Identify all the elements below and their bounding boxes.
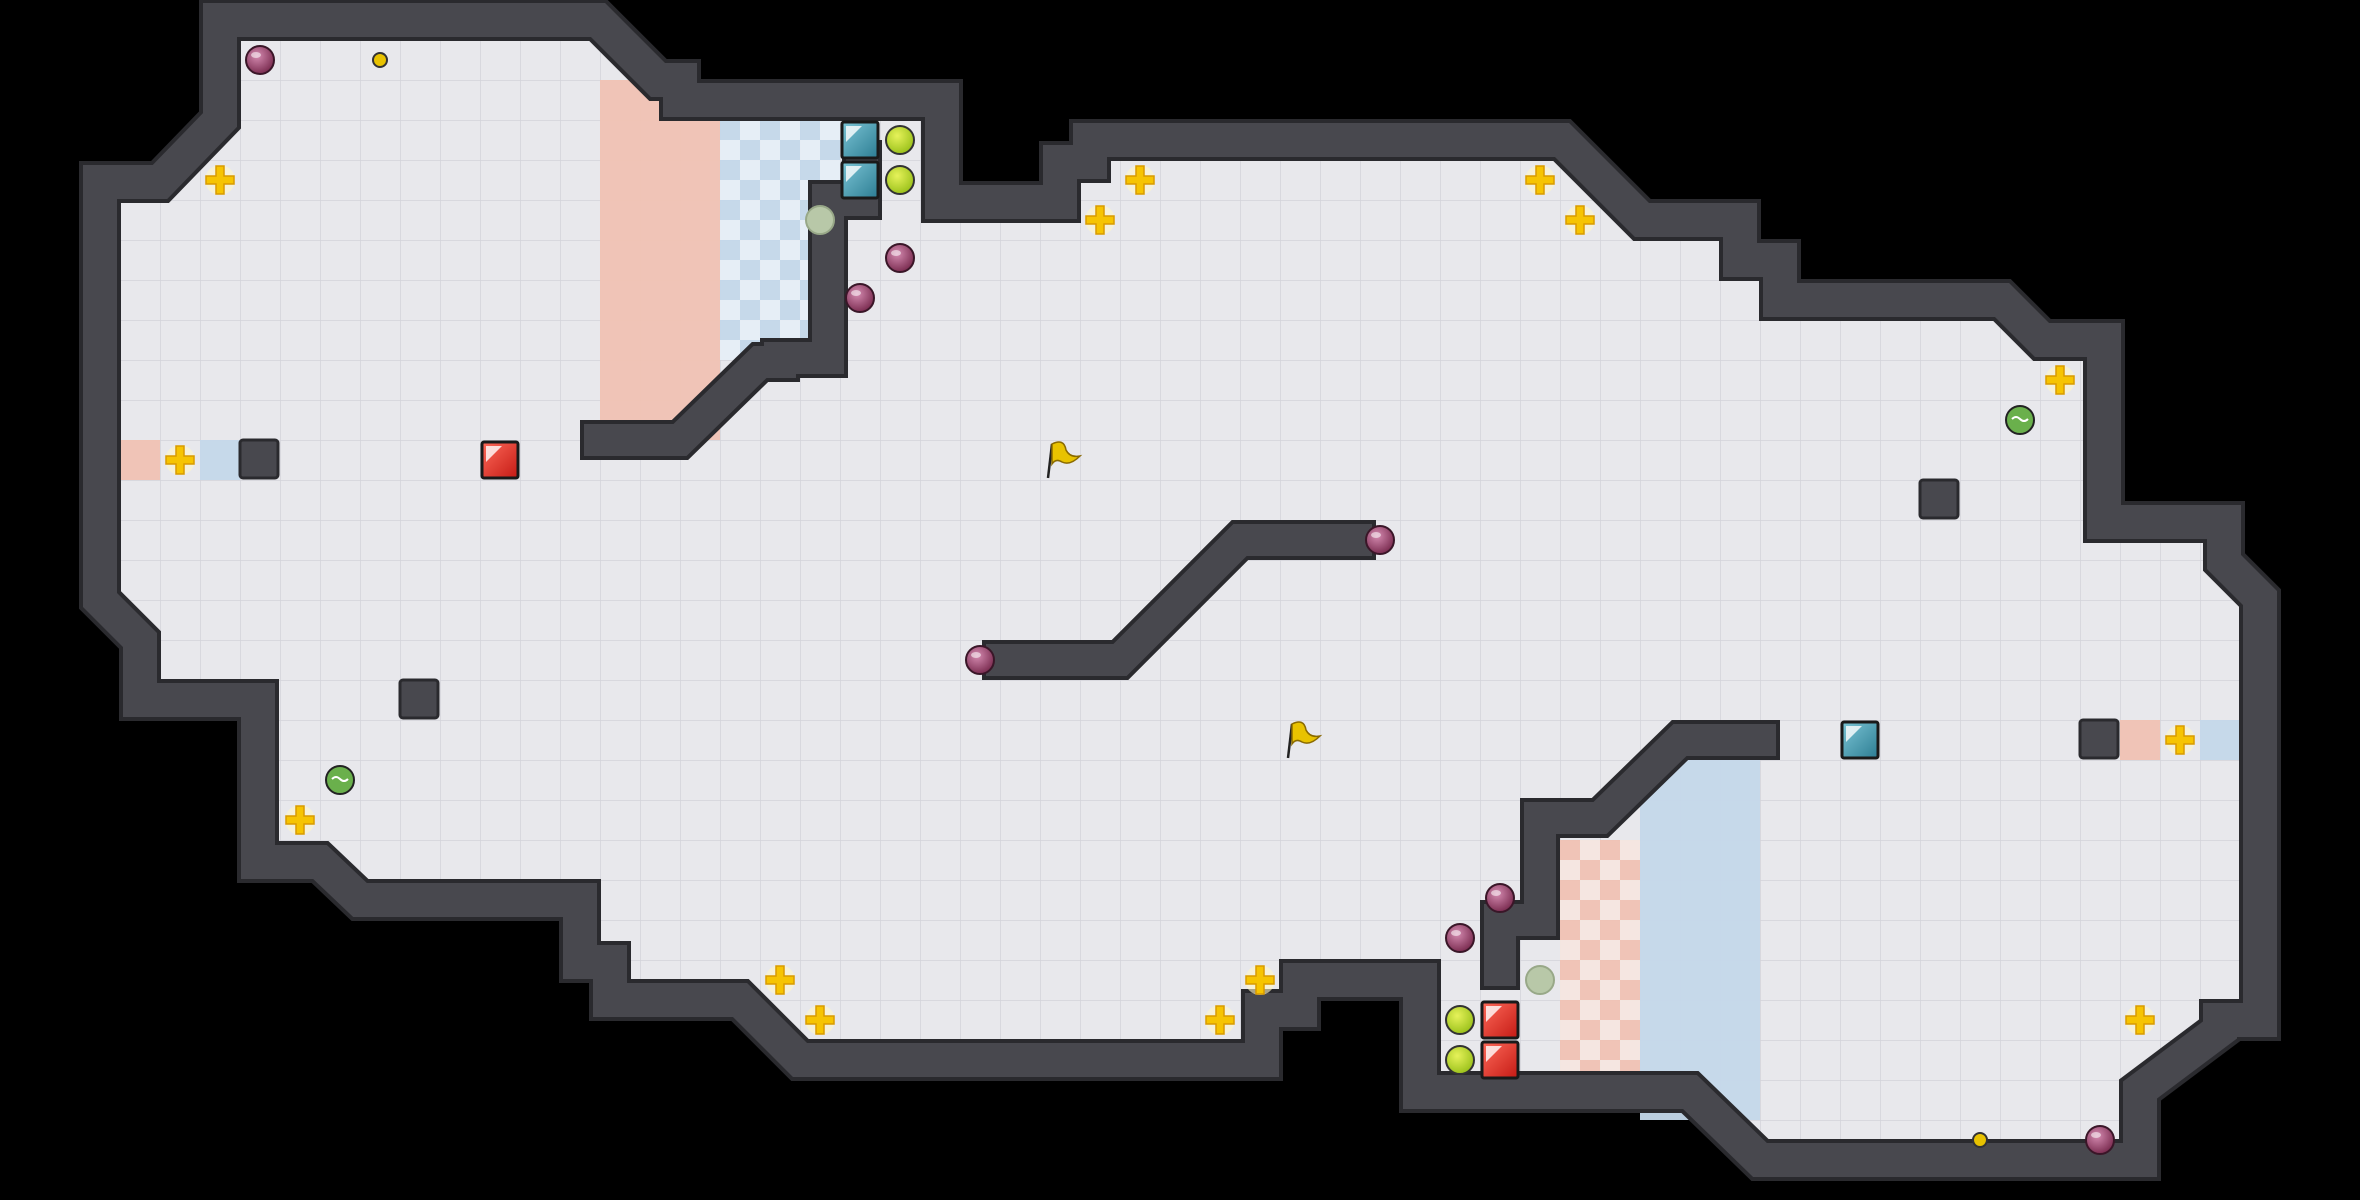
plus-boost-icon [205, 165, 235, 195]
outer-wall [83, 3, 2277, 1177]
powerup-orb-icon [965, 645, 995, 675]
inner-wall-northwest [584, 144, 878, 456]
plus-boost-icon [1565, 205, 1595, 235]
wall-block [398, 678, 440, 720]
spike-ball-icon [1445, 1005, 1475, 1035]
powerup-orb-icon [245, 45, 275, 75]
red-checker-zone [1560, 840, 1640, 1080]
plus-boost-icon [805, 1005, 835, 1035]
plus-boost-icon [2045, 365, 2075, 395]
blue-zone [1640, 760, 1760, 1120]
wall-block [238, 438, 280, 480]
bomb-icon [1525, 965, 1555, 995]
powerup-orb-icon [1485, 883, 1515, 913]
plus-boost-icon [1205, 1005, 1235, 1035]
plus-boost-icon [1245, 965, 1275, 995]
red-zone [600, 80, 720, 440]
neutral-flag-icon [1046, 441, 1083, 479]
plus-boost-icon [765, 965, 795, 995]
walls-layer [79, 0, 2281, 1181]
spike-ball-icon [885, 125, 915, 155]
blue-team-tile [840, 160, 880, 200]
bomb-icon [805, 205, 835, 235]
jukejuice-icon [2005, 405, 2035, 435]
neutral-flag-icon [1286, 721, 1323, 759]
wall-block [2078, 718, 2120, 760]
blue-team-tile [840, 120, 880, 160]
red-tile [120, 440, 160, 480]
jukejuice-icon [325, 765, 355, 795]
spike-ball-icon [1445, 1045, 1475, 1075]
blue-tile [2200, 720, 2240, 760]
toggle-button-icon [372, 52, 388, 68]
powerup-orb-icon [845, 283, 875, 313]
plus-boost-icon [2165, 725, 2195, 755]
plus-boost-icon [1125, 165, 1155, 195]
plus-boost-icon [285, 805, 315, 835]
blue-tile [200, 440, 240, 480]
powerup-orb-icon [1445, 923, 1475, 953]
plus-boost-icon [1525, 165, 1555, 195]
blue-team-tile [1840, 720, 1880, 760]
red-tile [2120, 720, 2160, 760]
items-layer [165, 45, 2195, 1155]
spike-ball-icon [885, 165, 915, 195]
red-team-tile [480, 440, 520, 480]
inner-wall-center [986, 524, 1372, 676]
plus-boost-icon [165, 445, 195, 475]
inner-wall-southeast [1484, 724, 1776, 986]
powerup-orb-icon [885, 243, 915, 273]
red-team-tile [1480, 1040, 1520, 1080]
plus-boost-icon [1085, 205, 1115, 235]
team-zone-layer [120, 80, 2240, 1120]
wall-block [1918, 478, 1960, 520]
powerup-orb-icon [1365, 525, 1395, 555]
red-team-tile [1480, 1000, 1520, 1040]
plus-boost-icon [2125, 1005, 2155, 1035]
toggle-button-icon [1972, 1132, 1988, 1148]
powerup-orb-icon [2085, 1125, 2115, 1155]
